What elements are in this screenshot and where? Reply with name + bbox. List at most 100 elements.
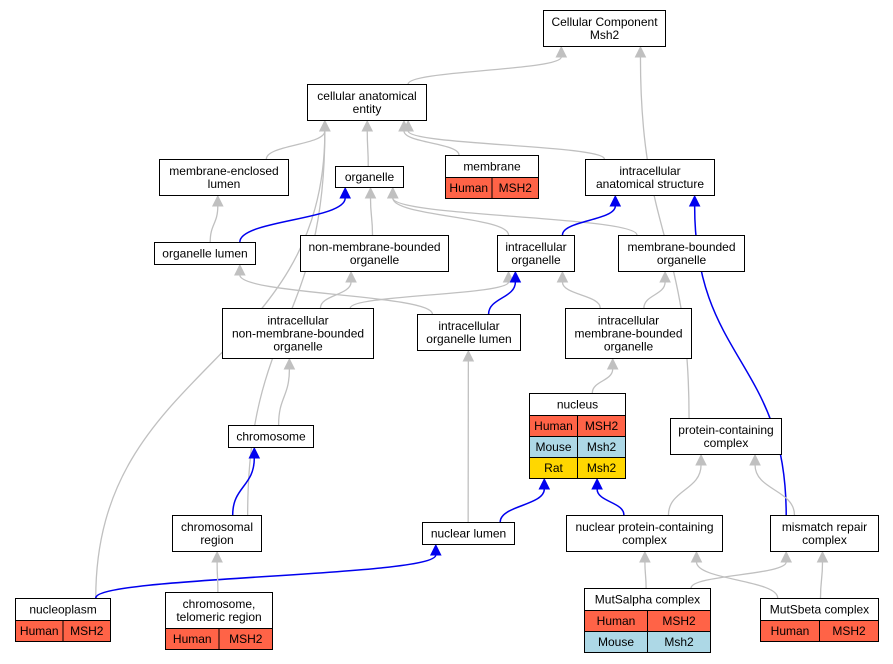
edge-ol-to-mel — [209, 194, 224, 243]
node-label: organelle lumen — [162, 247, 247, 261]
edge-pcc-to-root — [634, 45, 690, 419]
node-label: non-membrane-bounded — [232, 327, 364, 341]
edge-chromreg-to-chromosome — [231, 446, 261, 516]
node-box — [566, 515, 723, 552]
edge-mutsb-to-npcc — [690, 550, 779, 599]
edge-arrowhead — [248, 446, 261, 459]
gene-label: MSH2 — [229, 632, 263, 646]
edge-arrowhead — [386, 186, 399, 199]
gene-cell — [647, 631, 711, 653]
gene-label: Msh2 — [587, 461, 617, 475]
edge-arrowhead — [659, 270, 671, 283]
edge-imbo-to-mbo — [643, 270, 671, 309]
node-box — [222, 308, 374, 359]
edge-line — [561, 205, 617, 236]
node-label: chromosomal — [181, 520, 253, 534]
node-label: Msh2 — [590, 28, 620, 42]
gene-cell — [819, 620, 879, 642]
edge-chromosome-to-inmbo — [277, 357, 296, 426]
gene-label: MSH2 — [585, 419, 619, 433]
node-box — [585, 159, 715, 196]
node-box — [172, 515, 262, 552]
node-box — [417, 314, 521, 351]
edge-line — [95, 130, 326, 599]
node-nl[interactable]: nuclear lumen — [422, 522, 515, 545]
edge-arrowhead — [555, 45, 568, 58]
node-organelle[interactable]: organelle — [335, 166, 404, 188]
node-box — [335, 166, 404, 188]
node-label: complex — [704, 436, 749, 450]
node-label: organelle — [345, 170, 395, 184]
node-box — [159, 159, 289, 196]
gene-cell — [218, 628, 273, 650]
edge-arrowhead — [502, 270, 515, 283]
node-label: cellular anatomical — [317, 89, 416, 103]
node-label: nuclear protein-containing — [575, 520, 713, 534]
edge-io-to-ias — [561, 194, 622, 236]
species-label: Human — [771, 624, 810, 638]
gene-label: MSH2 — [832, 624, 866, 638]
node-label: mismatch repair — [782, 520, 867, 534]
node-box — [307, 84, 427, 121]
node-label: complex — [622, 533, 667, 547]
edge-ias-to-cae — [402, 119, 605, 160]
edge-mel-to-cae — [265, 119, 331, 160]
node-inmbo[interactable]: intracellularnon-membrane-boundedorganel… — [222, 308, 374, 359]
node-label: MutSalpha complex — [595, 593, 700, 607]
edge-line — [265, 130, 326, 160]
edge-line — [596, 488, 625, 516]
edge-nl-to-iol — [462, 349, 475, 523]
edge-line — [695, 561, 779, 599]
node-ol[interactable]: organelle lumen — [154, 242, 256, 265]
node-label: organelle — [350, 253, 400, 267]
node-label: membrane-enclosed — [169, 164, 278, 178]
node-chromosome[interactable]: chromosome — [228, 425, 314, 448]
species-label: Human — [597, 614, 636, 628]
node-label: entity — [353, 102, 382, 116]
edge-iol-to-io — [487, 270, 522, 315]
edge-inmbo-to-nmbo — [319, 270, 357, 309]
gene-label: Msh2 — [664, 635, 694, 649]
edge-mbo-to-organelle — [386, 186, 638, 236]
species-label: Mouse — [598, 635, 634, 649]
edge-line — [231, 457, 256, 516]
edge-nucleus-to-imbo — [591, 357, 619, 394]
edge-arrowhead — [345, 270, 357, 283]
edge-arrowhead — [816, 550, 829, 563]
species-label: Human — [449, 181, 488, 195]
edge-arrowhead — [462, 349, 475, 362]
node-label: non-membrane-bounded — [308, 240, 440, 254]
edge-mutsa-to-mmr — [690, 550, 793, 589]
node-box — [618, 235, 745, 272]
node-label: membrane-bounded — [627, 240, 735, 254]
edge-arrowhead — [695, 453, 707, 466]
edge-arrowhead — [538, 477, 551, 490]
node-label: organelle — [604, 340, 654, 354]
edge-line — [754, 464, 796, 516]
node-label: intracellular — [438, 319, 499, 333]
edge-mutsb-to-mmr — [816, 550, 829, 599]
edge-line — [499, 488, 546, 523]
edge-line — [366, 130, 369, 167]
edge-arrowhead — [509, 270, 522, 283]
edge-arrowhead — [319, 119, 331, 132]
